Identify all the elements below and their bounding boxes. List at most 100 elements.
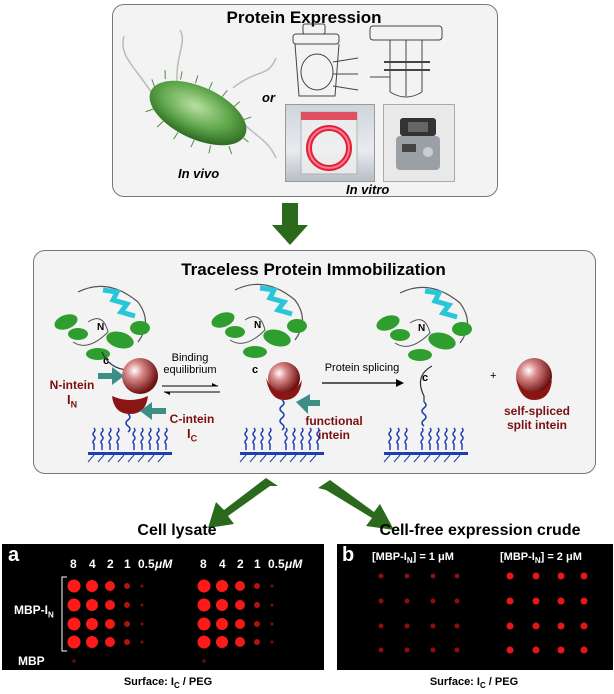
- instrument-device: [396, 118, 440, 170]
- peg-linker-2: [279, 399, 285, 431]
- spot-cond-1: [454, 573, 460, 579]
- spot-mbp-in: [124, 583, 130, 589]
- spot-mbp-in: [105, 637, 115, 647]
- spot-mbp-in: [140, 640, 144, 644]
- spot-mbp-in: [235, 619, 245, 629]
- n-terminus-label-2: N: [254, 320, 262, 331]
- cartridge-drawing-1: [292, 23, 359, 97]
- spot-cond-2: [506, 597, 514, 605]
- spot-mbp-in: [124, 639, 130, 645]
- panel-a-letter: a: [8, 544, 20, 566]
- concentration-label: 0.5: [268, 557, 285, 571]
- spot-cond-1: [430, 573, 436, 579]
- spot-cond-2: [532, 646, 540, 654]
- spot-mbp-in: [140, 622, 144, 626]
- concentration-label: 4: [219, 557, 226, 571]
- spot-mbp-in: [67, 617, 81, 631]
- spot-cond-2: [557, 646, 565, 654]
- c-intein-cup-1: [112, 396, 148, 414]
- spot-mbp-in: [270, 622, 274, 626]
- surface-1: [87, 427, 172, 463]
- mbp-in-bracket: [61, 576, 67, 652]
- protein-splicing-label: Protein splicing: [324, 362, 400, 374]
- spot-mbp: [72, 659, 76, 663]
- spot-cond-2: [506, 622, 514, 630]
- spot-mbp-in: [67, 598, 81, 612]
- panel-b-letter: b: [342, 544, 355, 566]
- concentration-label: 1: [124, 557, 131, 571]
- spot-mbp-in: [235, 637, 245, 647]
- spot-mbp-in: [197, 579, 211, 593]
- concentration-label: 1: [254, 557, 261, 571]
- spot-cond-2: [532, 622, 540, 630]
- surface-3: [383, 427, 468, 463]
- spot-mbp-in: [235, 600, 245, 610]
- bacterium-illustration: [122, 29, 277, 159]
- peg-linker-1: [125, 413, 131, 433]
- spot-cond-2: [580, 646, 588, 654]
- or-label: or: [262, 90, 275, 105]
- functional-intein-label: functional intein: [305, 414, 363, 442]
- spot-cond-2: [506, 646, 514, 654]
- panel-a-spot-array: [67, 579, 274, 663]
- spot-mbp-in: [216, 636, 228, 648]
- spot-mbp-in: [140, 603, 144, 607]
- protein-structure-3: [376, 286, 472, 361]
- spot-mbp-in: [86, 636, 98, 648]
- c-intein-pointer-arrow: [140, 402, 166, 420]
- spot-cond-1: [378, 623, 384, 629]
- protein-structure-2: [211, 283, 307, 358]
- spot-mbp: [202, 659, 206, 663]
- spot-mbp-in: [254, 639, 260, 645]
- spot-mbp-in: [197, 598, 211, 612]
- concentration-label: 8: [70, 557, 77, 571]
- spot-mbp-in: [254, 583, 260, 589]
- spot-cond-2: [532, 597, 540, 605]
- panel-b-condition-2: [MBP-IN] = 2 μM: [500, 551, 582, 566]
- spot-cond-2: [557, 597, 565, 605]
- concentration-label: 2: [237, 557, 244, 571]
- c-terminus-label-1: c: [103, 355, 110, 367]
- spot-mbp-in: [124, 621, 130, 627]
- protein-splicing-arrow: [322, 379, 404, 387]
- panel-b-heading: Cell-free expression crude: [379, 522, 581, 539]
- concentration-label: 4: [89, 557, 96, 571]
- spot-mbp-in: [216, 618, 228, 630]
- spot-cond-1: [404, 598, 410, 604]
- spot-mbp-in: [67, 579, 81, 593]
- n-intein-pointer-arrow: [98, 367, 124, 385]
- panel-b-condition-1: [MBP-IN] = 1 μM: [372, 551, 454, 566]
- spot-cond-2: [580, 597, 588, 605]
- concentration-label: 8: [200, 557, 207, 571]
- spot-mbp-in: [254, 621, 260, 627]
- c-intein-label: C-intein IC: [169, 412, 215, 444]
- concentration-unit: μM: [155, 557, 173, 571]
- spot-mbp-in: [105, 581, 115, 591]
- in-vitro-label: In vitro: [346, 182, 390, 197]
- n-terminus-label-3: N: [418, 323, 426, 334]
- spot-mbp-in: [270, 603, 274, 607]
- spot-cond-1: [430, 598, 436, 604]
- spot-mbp-in: [254, 602, 260, 608]
- spot-cond-1: [404, 623, 410, 629]
- spot-mbp-in: [67, 635, 81, 649]
- spliced-intein-sphere: [516, 358, 552, 400]
- spot-mbp-in: [86, 580, 98, 592]
- spot-cond-2: [532, 572, 540, 580]
- spot-cond-1: [404, 573, 410, 579]
- spot-cond-2: [557, 572, 565, 580]
- spot-mbp-in: [270, 584, 274, 588]
- n-intein-label: N-intein IN: [49, 378, 95, 410]
- spot-cond-1: [378, 647, 384, 653]
- mbp-row-label: MBP: [18, 654, 45, 668]
- spot-cond-1: [430, 623, 436, 629]
- mbp-in-row-label: MBP-IN: [14, 603, 54, 620]
- panel-a-heading: Cell lysate: [137, 522, 217, 539]
- spot-cond-1: [430, 647, 436, 653]
- spot-mbp-in: [140, 584, 144, 588]
- plus-sign: +: [490, 370, 497, 382]
- protein-expression-title: Protein Expression: [226, 8, 382, 27]
- spot-cond-2: [557, 622, 565, 630]
- cartridge-drawing-2: [369, 25, 443, 98]
- functional-intein-pointer-arrow: [296, 394, 320, 414]
